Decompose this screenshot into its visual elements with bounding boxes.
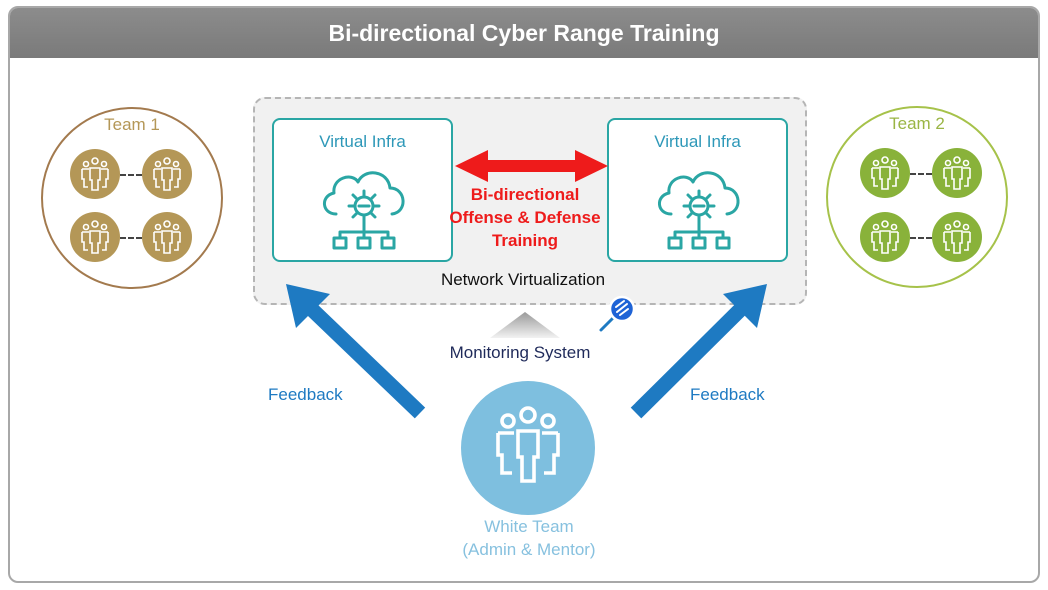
monitoring-system-label: Monitoring System	[449, 343, 591, 362]
team1-circle: Team 1	[41, 107, 223, 289]
white-team-label: White Team (Admin & Mentor)	[420, 515, 638, 561]
white-team-label-line2: (Admin & Mentor)	[462, 540, 596, 559]
group-people-icon	[81, 157, 109, 191]
team1-member	[70, 212, 120, 262]
group-people-icon	[871, 220, 899, 254]
offense-defense-line2: Offense & Defense	[449, 208, 601, 227]
team1-member	[70, 149, 120, 199]
team1-link	[120, 174, 142, 176]
feedback-right-label: Feedback	[690, 385, 765, 404]
cloud-gear-network-icon	[323, 171, 405, 250]
team2-circle: Team 2	[826, 106, 1008, 288]
team2-member	[932, 212, 982, 262]
white-team-label-line1: White Team	[484, 517, 574, 536]
team1-member	[142, 149, 192, 199]
team2-link	[910, 173, 932, 175]
cloud-gear-network-icon	[658, 171, 740, 250]
monitoring-pointer-shape	[490, 312, 560, 338]
team2-label: Team 2	[889, 114, 945, 133]
group-people-icon	[153, 157, 181, 191]
team1-label: Team 1	[104, 115, 160, 134]
group-people-icon	[153, 220, 181, 254]
network-virtualization-label: Network Virtualization	[440, 270, 606, 289]
team2-member	[860, 212, 910, 262]
group-people-icon	[871, 156, 899, 190]
virtual-infra-left: Virtual Infra	[272, 118, 453, 262]
team2-link	[910, 237, 932, 239]
team1-link	[120, 237, 142, 239]
team1-member	[142, 212, 192, 262]
virtual-infra-right: Virtual Infra	[607, 118, 788, 262]
group-people-icon	[81, 220, 109, 254]
offense-defense-line1: Bi-directional	[470, 185, 580, 204]
feedback-left-label: Feedback	[268, 385, 343, 404]
group-people-icon	[943, 220, 971, 254]
virtual-infra-left-label: Virtual Infra	[319, 132, 406, 151]
diagram-title: Bi-directional Cyber Range Training	[10, 8, 1038, 58]
white-team-circle	[461, 381, 595, 515]
group-people-icon	[943, 156, 971, 190]
offense-defense-label: Bi-directional Offense & Defense Trainin…	[420, 183, 630, 252]
magnifier-icon	[599, 295, 636, 332]
group-people-icon	[496, 406, 560, 483]
virtual-infra-right-label: Virtual Infra	[654, 132, 741, 151]
team2-member	[932, 148, 982, 198]
team2-member	[860, 148, 910, 198]
offense-defense-line3: Training	[491, 231, 559, 250]
